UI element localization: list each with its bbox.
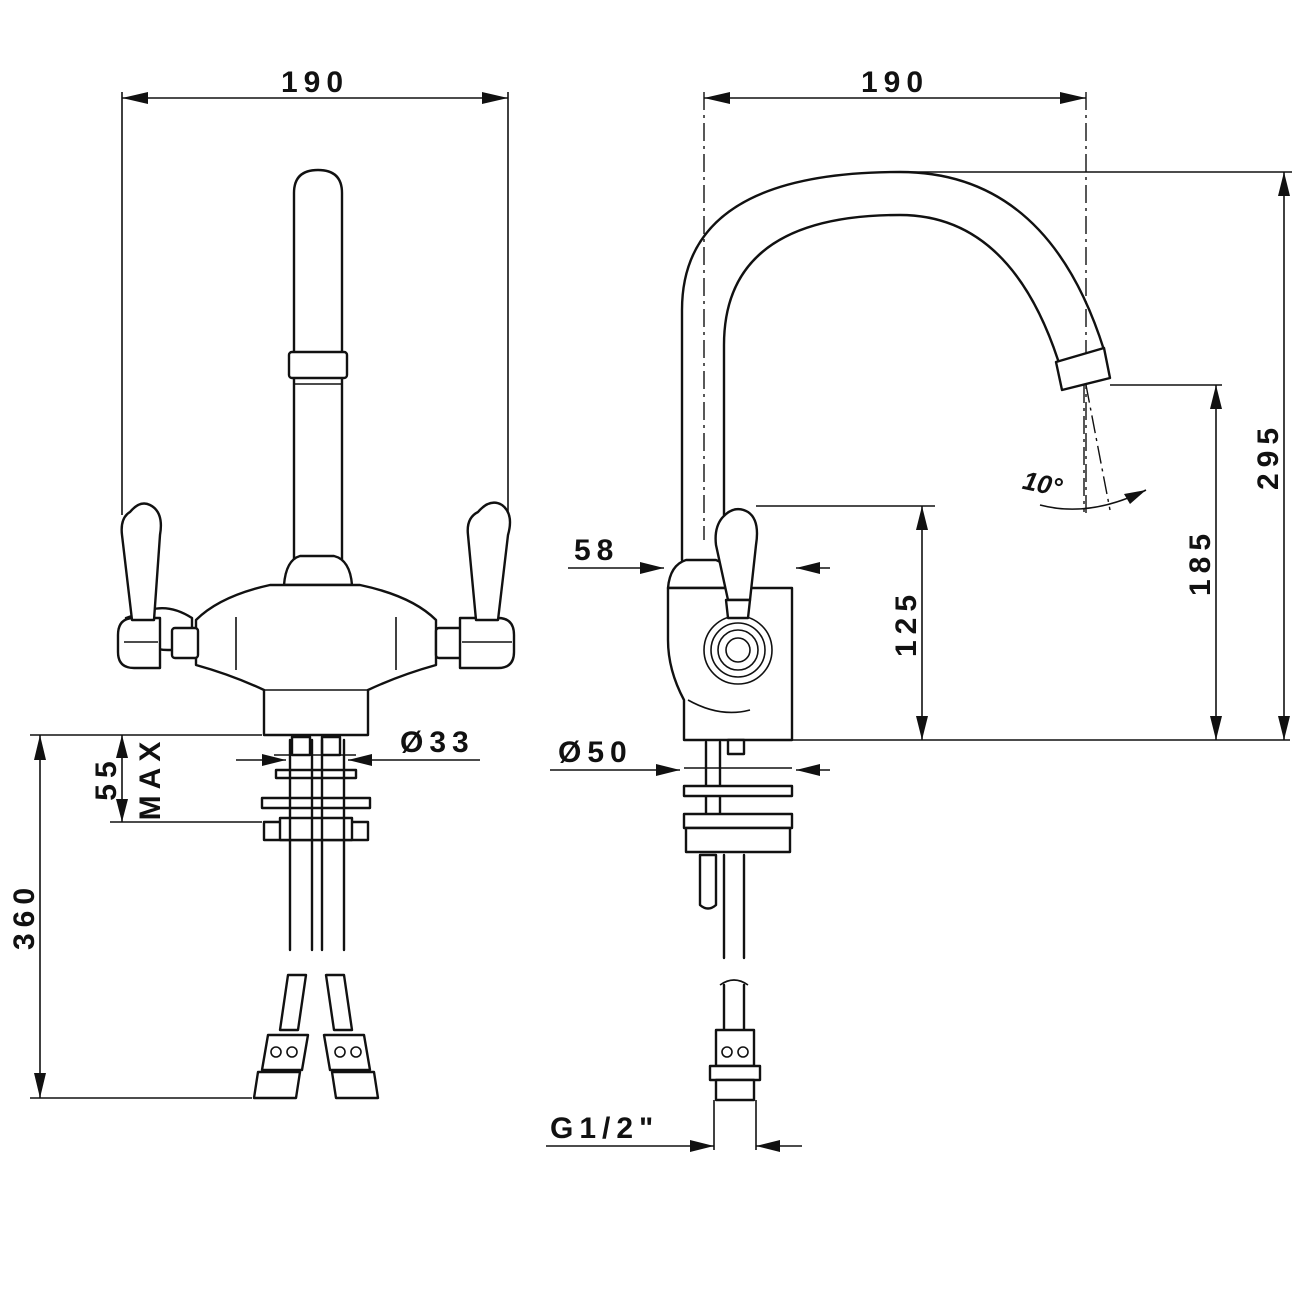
side-view: 190 10° <box>546 66 1292 1152</box>
front-hoses <box>252 738 380 1100</box>
front-body <box>194 554 438 737</box>
hose-length-dimension: 360 <box>8 734 252 1099</box>
spray-angle-label: 10° <box>1020 465 1065 503</box>
front-view: 190 <box>8 66 516 1100</box>
handle-height-label: 125 <box>890 589 923 657</box>
body-width-dimension: 58 <box>568 534 830 574</box>
handle-height-dimension: 125 <box>756 505 935 740</box>
hose-length-label: 360 <box>8 882 41 950</box>
side-water-stream: 10° <box>1020 384 1147 512</box>
side-body <box>666 507 794 742</box>
spout-clearance-label: 185 <box>1184 528 1217 596</box>
deck-thickness-note: MAX <box>134 736 167 821</box>
front-width-label: 190 <box>281 66 349 99</box>
front-right-handle <box>434 501 516 670</box>
spout-clearance-dimension: 185 <box>1110 384 1222 740</box>
front-connector-dimension: Ø33 <box>236 726 480 766</box>
front-width-dimension: 190 <box>121 66 509 515</box>
thread-label: G1/2" <box>550 1112 659 1145</box>
side-spout <box>680 170 1112 562</box>
total-height-label: 295 <box>1252 422 1285 490</box>
front-spout <box>287 168 349 562</box>
deck-thickness-label: 55 <box>90 755 123 800</box>
thread-dimension: G1/2" <box>546 1100 802 1152</box>
deck-thickness-dimension: 55 MAX <box>90 734 262 823</box>
body-width-label: 58 <box>574 534 619 567</box>
front-connector-diameter-label: Ø33 <box>400 726 475 759</box>
front-connectors <box>260 735 372 842</box>
front-left-handle <box>116 502 200 670</box>
side-mounting <box>682 738 794 1102</box>
total-height-dimension: 295 <box>900 171 1292 740</box>
base-diameter-dimension: Ø50 <box>550 736 830 776</box>
base-diameter-label: Ø50 <box>558 736 633 769</box>
side-reach-label: 190 <box>861 66 929 99</box>
